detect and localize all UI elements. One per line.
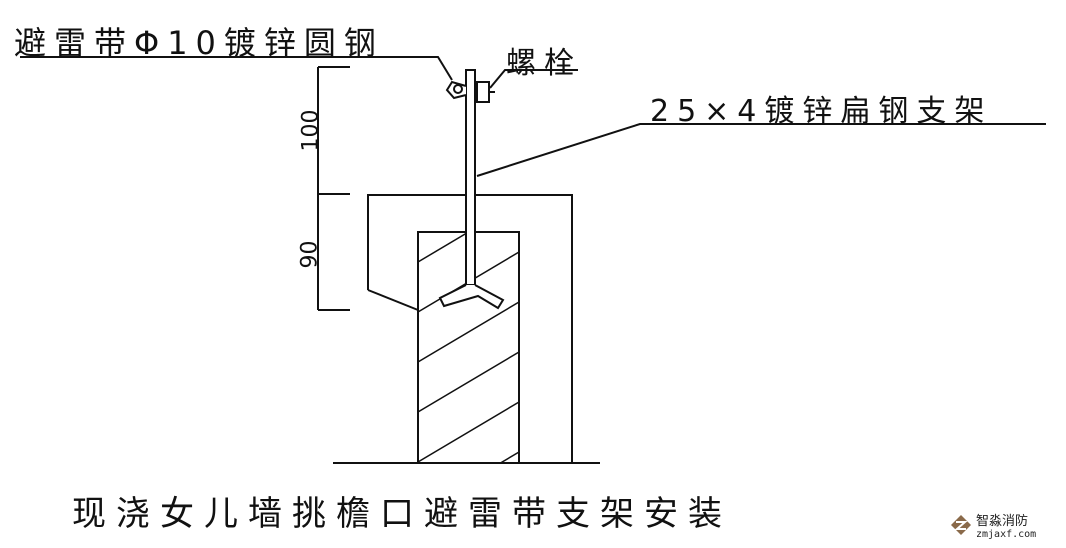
- watermark-site: zmjaxf.com: [976, 529, 1037, 540]
- flat-steel-anchor: [438, 284, 505, 310]
- flat-steel-leader: [476, 123, 1046, 177]
- bolt-icon: [476, 81, 490, 103]
- watermark: 智淼消防 zmjaxf.com: [950, 510, 1036, 540]
- bolt-label: 螺栓: [506, 46, 582, 81]
- round-steel-leader: [20, 56, 453, 81]
- dimension-lower: 90: [297, 240, 323, 269]
- flat-steel-support: [465, 69, 476, 286]
- flat-steel-label: 25×4镀锌扁钢支架: [650, 94, 993, 129]
- dimension-upper: 100: [298, 109, 324, 152]
- watermark-text: 智淼消防 zmjaxf.com: [976, 510, 1036, 540]
- watermark-logo-icon: [951, 515, 971, 535]
- round-steel-section: [453, 84, 463, 94]
- watermark-name: 智淼消防: [976, 514, 1029, 529]
- drawing-title: 现浇女儿墙挑檐口避雷带支架安装: [72, 494, 732, 534]
- round-steel-label: 避雷带Φ10镀锌圆钢: [14, 24, 384, 62]
- eave-slope: [367, 289, 419, 311]
- bolt-leader: [489, 69, 578, 89]
